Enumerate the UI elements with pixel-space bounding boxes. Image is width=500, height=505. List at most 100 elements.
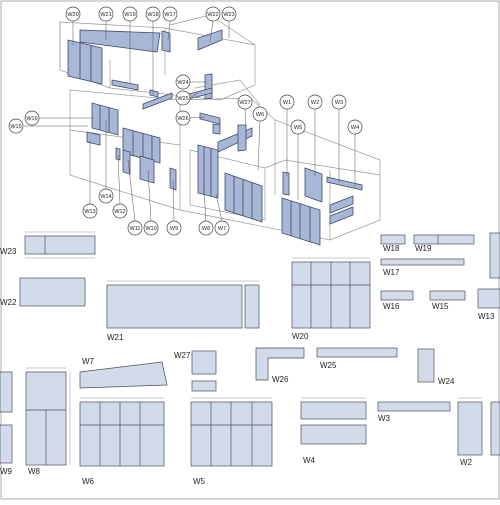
elev-w15: [429, 290, 466, 301]
svg-text:W19: W19: [124, 12, 135, 18]
elev-w27-lower: [191, 380, 217, 392]
svg-text:W8: W8: [202, 226, 210, 232]
callout-w16: W16: [24, 110, 40, 126]
callout-w21: W21: [98, 6, 114, 22]
schedule-label-w6: W6: [82, 477, 95, 486]
svg-text:W24: W24: [177, 80, 188, 86]
schedule-label-w27: W27: [174, 351, 191, 360]
schedule-label-w17: W17: [383, 268, 400, 277]
svg-text:W22: W22: [207, 12, 218, 18]
svg-text:W20: W20: [67, 12, 78, 18]
dimension-lines: [25, 231, 482, 465]
callout-w3: W3: [331, 94, 347, 110]
schedule-label-w5: W5: [193, 477, 206, 486]
leader-lines: [24, 20, 356, 222]
schedule-label-w15: W15: [432, 302, 449, 311]
svg-text:W18: W18: [147, 12, 158, 18]
elev-w5: [190, 401, 273, 467]
callout-w22: W22: [205, 6, 221, 22]
elev-w26: [255, 347, 305, 381]
elev-w27: [191, 350, 217, 375]
elev-w16: [380, 290, 414, 301]
schedule-label-w20: W20: [292, 332, 309, 341]
schedule-label-w26: W26: [272, 375, 289, 384]
schedule-label-w22: W22: [0, 298, 17, 307]
svg-text:W27: W27: [239, 100, 250, 106]
schedule-label-w13: W13: [478, 312, 495, 321]
callout-w7: W7: [214, 220, 230, 236]
svg-text:W2: W2: [311, 100, 319, 106]
svg-text:W16: W16: [26, 116, 37, 122]
elev-w4: [300, 424, 367, 445]
elev-w21: [106, 284, 243, 329]
elev-w3-a: [300, 401, 367, 420]
callout-w15: W15: [8, 118, 24, 134]
callout-w8: W8: [198, 220, 214, 236]
callout-w1: W1: [279, 94, 295, 110]
schedule-label-w8: W8: [28, 467, 41, 476]
callout-w4: W4: [347, 119, 363, 135]
elev-w23: [24, 235, 96, 255]
model-windows: [67, 29, 363, 246]
schedule-label-w25: W25: [320, 361, 337, 370]
schedule-label-w16: W16: [383, 302, 400, 311]
schedule-label-w7: W7: [82, 357, 95, 366]
svg-text:W17: W17: [164, 12, 175, 18]
callout-w10: W10: [143, 220, 159, 236]
elev-w2: [457, 401, 483, 456]
svg-text:W1: W1: [283, 100, 291, 106]
svg-text:W9: W9: [170, 226, 178, 232]
schedule-label-w9: W9: [0, 467, 13, 476]
elev-partial-left: [0, 371, 13, 413]
elev-w9-partial: [0, 424, 13, 464]
elev-partial-right: [489, 232, 500, 279]
svg-text:W26: W26: [177, 116, 188, 122]
elev-w19: [413, 234, 475, 245]
svg-text:W5: W5: [294, 125, 302, 131]
svg-text:W21: W21: [100, 12, 111, 18]
callout-w18: W18: [145, 6, 161, 22]
callout-w24: W24: [175, 74, 191, 90]
callout-w19: W19: [122, 6, 138, 22]
elev-w7: [79, 361, 168, 389]
schedule-label-w24: W24: [438, 377, 455, 386]
callout-w5: W5: [290, 119, 306, 135]
svg-text:W15: W15: [10, 124, 21, 130]
elev-w1-partial: [490, 401, 500, 456]
callout-w12: W12: [112, 203, 128, 219]
schedule-label-w18: W18: [383, 244, 400, 253]
callout-w26: W26: [175, 110, 191, 126]
schedule-label-w19: W19: [415, 244, 432, 253]
callout-w27: W27: [237, 94, 253, 110]
svg-text:W12: W12: [114, 209, 125, 215]
svg-text:W14: W14: [100, 194, 111, 200]
callout-w9: W9: [166, 220, 182, 236]
svg-text:W3: W3: [335, 100, 343, 106]
schedule-label-w4: W4: [303, 456, 316, 465]
callout-w14: W14: [98, 188, 114, 204]
schedule-label-w3: W3: [378, 414, 391, 423]
elev-w22: [19, 277, 86, 307]
callout-w20: W20: [65, 6, 81, 22]
svg-text:W13: W13: [84, 209, 95, 215]
callout-w25: W25: [175, 90, 191, 106]
svg-text:W10: W10: [145, 226, 156, 232]
callout-w13: W13: [82, 203, 98, 219]
elev-w13: [477, 288, 500, 309]
elev-w17: [380, 258, 465, 266]
callout-w6: W6: [252, 106, 268, 122]
elev-w6: [79, 401, 165, 467]
svg-text:W23: W23: [223, 12, 234, 18]
svg-text:W7: W7: [218, 226, 226, 232]
callout-w17: W17: [162, 6, 178, 22]
callout-w11: W11: [127, 220, 143, 236]
svg-text:W6: W6: [256, 112, 264, 118]
svg-text:W11: W11: [130, 226, 141, 232]
svg-text:W25: W25: [177, 96, 188, 102]
elev-w21-side: [244, 284, 260, 329]
elev-w25: [316, 347, 398, 358]
elev-w18: [380, 234, 406, 245]
